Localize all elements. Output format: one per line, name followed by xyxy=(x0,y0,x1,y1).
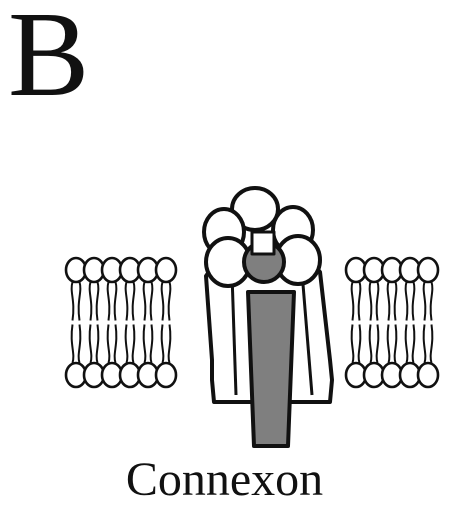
lipid-tail xyxy=(370,282,372,321)
lipid-tail xyxy=(431,325,433,364)
lipid-tail xyxy=(424,325,426,364)
lipid-tail xyxy=(359,282,361,321)
lipid-tail xyxy=(370,325,372,364)
lipid-tail xyxy=(352,325,354,364)
lipid-tail xyxy=(424,282,426,321)
lipid-tail xyxy=(126,282,128,321)
lipid-tail xyxy=(72,282,74,321)
lipid-tail xyxy=(162,325,164,364)
lipid-tail xyxy=(352,282,354,321)
lipid-tail xyxy=(79,282,81,321)
top-subunit-notch xyxy=(252,232,274,254)
lipid-tail xyxy=(388,282,390,321)
lipid-bilayer-left xyxy=(66,258,176,387)
lipid-tail xyxy=(151,282,153,321)
lipid-tail xyxy=(406,282,408,321)
lipid-tail xyxy=(79,325,81,364)
lipid-tail xyxy=(162,282,164,321)
lipid-tail xyxy=(377,325,379,364)
lipid-tail xyxy=(377,282,379,321)
lipid-tail xyxy=(133,282,135,321)
lipid-tail xyxy=(97,282,99,321)
lipid-tail xyxy=(431,282,433,321)
lipid-tail xyxy=(115,325,117,364)
lipid-tail xyxy=(388,325,390,364)
lipid-head-lower xyxy=(418,363,438,387)
connexon-channel xyxy=(204,188,332,446)
lipid-tail xyxy=(108,282,110,321)
connexon-caption: Connexon xyxy=(0,456,449,504)
lipid-tail xyxy=(133,325,135,364)
lipid-tail xyxy=(406,325,408,364)
lipid-tail xyxy=(115,282,117,321)
lipid-tail xyxy=(413,282,415,321)
lipid-tail xyxy=(90,282,92,321)
connexon-pore xyxy=(248,292,294,446)
lipid-tail xyxy=(72,325,74,364)
lipid-tail xyxy=(108,325,110,364)
lipid-tail xyxy=(169,282,171,321)
lipid-bilayer-right xyxy=(346,258,438,387)
lipid-tail xyxy=(395,325,397,364)
lipid-tail xyxy=(97,325,99,364)
lipid-head-upper xyxy=(418,258,438,282)
lipid-head-lower xyxy=(156,363,176,387)
lipid-tail xyxy=(395,282,397,321)
lipid-tail xyxy=(144,325,146,364)
lipid-tail xyxy=(90,325,92,364)
lipid-tail xyxy=(144,282,146,321)
lipid-tail xyxy=(169,325,171,364)
lipid-head-upper xyxy=(156,258,176,282)
lipid-tail xyxy=(359,325,361,364)
lipid-tail xyxy=(413,325,415,364)
lipid-tail xyxy=(126,325,128,364)
lipid-tail xyxy=(151,325,153,364)
